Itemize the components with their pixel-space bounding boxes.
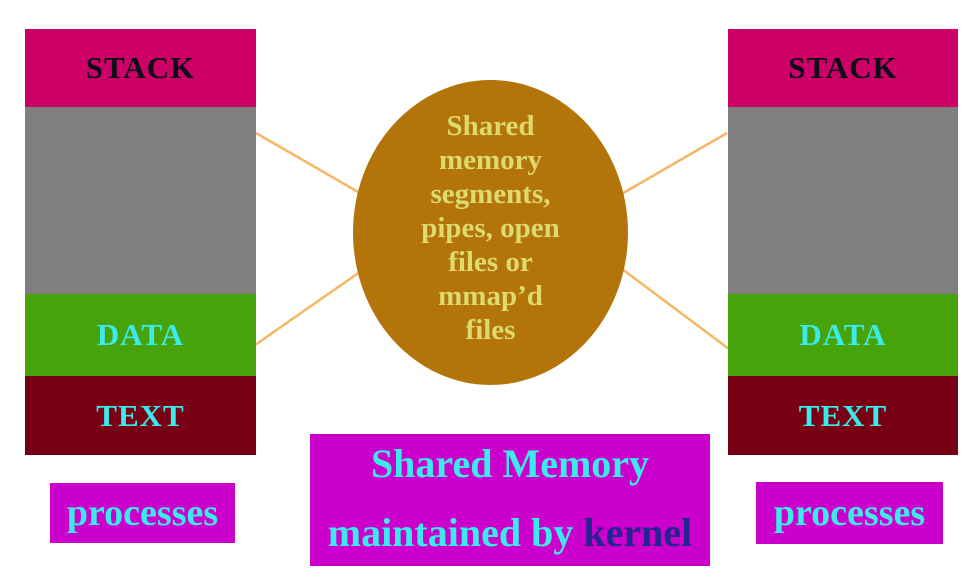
ellipse-text-line: files or — [448, 246, 533, 278]
processes-label-text: processes — [66, 492, 219, 534]
shared-resources-ellipse: Shared memory segments, pipes, open file… — [353, 80, 628, 385]
stack-segment-label: STACK — [85, 50, 196, 85]
caption-subtitle: maintained by kernel — [310, 511, 710, 555]
text-segment: TEXT — [728, 376, 958, 455]
data-segment: DATA — [25, 294, 256, 376]
text-segment-label: TEXT — [798, 397, 888, 433]
data-segment: DATA — [728, 294, 958, 376]
processes-label-left: processes — [50, 483, 235, 543]
text-segment: TEXT — [25, 376, 256, 455]
ellipse-text-line: mmap’d — [438, 280, 543, 312]
stack-segment: STACK — [25, 29, 256, 107]
free-memory-segment — [728, 107, 958, 294]
text-segment-label: TEXT — [96, 397, 185, 433]
processes-label-text: processes — [773, 492, 926, 534]
ellipse-text-line: pipes, open — [421, 212, 560, 244]
caption-kernel-text: kernel — [583, 510, 693, 555]
caption-subtitle-lead: maintained by — [327, 510, 584, 555]
data-segment-label: DATA — [96, 317, 185, 352]
ellipse-text-line: files — [465, 314, 516, 346]
stack-segment: STACK — [728, 29, 958, 107]
caption-box: Shared Memory maintained by kernel — [310, 434, 710, 566]
stack-segment-label: STACK — [788, 50, 898, 85]
ellipse-text-line: segments, — [430, 178, 551, 210]
data-segment-label: DATA — [799, 317, 887, 352]
ellipse-text-line: memory — [438, 144, 543, 176]
ellipse-text-line: Shared — [446, 110, 535, 142]
process-memory-right: STACK DATA TEXT — [728, 29, 958, 455]
process-memory-left: STACK DATA TEXT — [25, 29, 256, 455]
caption-title: Shared Memory — [370, 441, 650, 486]
processes-label-right: processes — [756, 482, 943, 544]
free-memory-segment — [25, 107, 256, 294]
